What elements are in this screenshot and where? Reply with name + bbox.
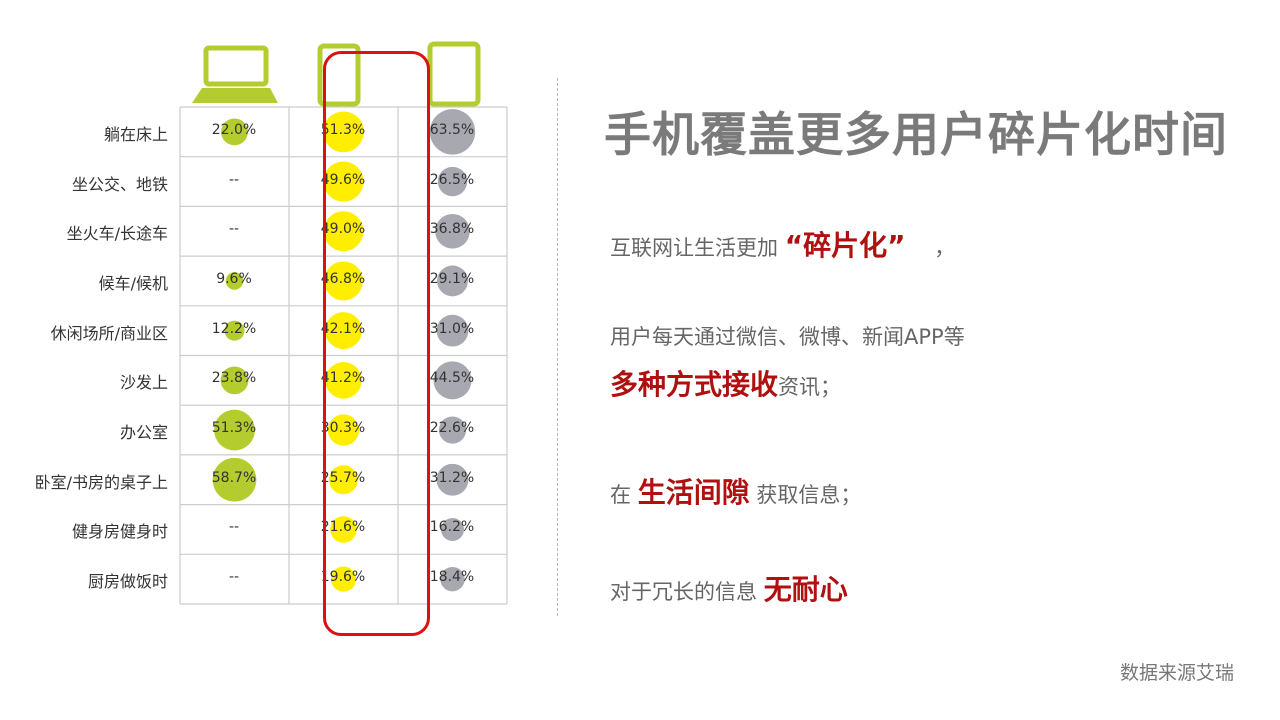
point-2-tail: 资讯； (778, 375, 842, 399)
bubble-laptop (224, 320, 245, 341)
bubble-value-label: 25.7% (320, 469, 366, 486)
source-note: 数据来源艾瑞 (1119, 662, 1234, 684)
bubble-value-label: 63.5% (429, 121, 475, 138)
point-2-line-2: 多种方式接收资讯； (610, 363, 841, 403)
point-2-line-1: 用户每天通过微信、微博、新闻APP等 (610, 325, 965, 349)
row-label: 躺在床上 (103, 124, 168, 144)
bubble-phone (323, 111, 364, 153)
point-3-emphasis: 生活间隙 (637, 476, 750, 509)
bubble-phone (323, 161, 364, 202)
point-2-emphasis: 多种方式接收 (610, 368, 779, 401)
bubble-value-label: 26.5% (429, 171, 475, 188)
bubble-value-label: 41.2% (320, 370, 366, 387)
bubble-phone (330, 566, 357, 592)
divider (557, 78, 558, 616)
bubble-phone (327, 414, 360, 446)
bubble-value-label: -- (228, 221, 240, 238)
bubble-value-label: 22.6% (429, 420, 475, 437)
bubble-laptop (212, 457, 257, 502)
bubble-phone (323, 211, 364, 252)
bubble-value-label: 31.2% (429, 469, 475, 486)
bubble-phone (324, 261, 363, 301)
bubble-phone (325, 362, 362, 399)
bubble-phone (329, 465, 358, 495)
row-label: 办公室 (119, 423, 168, 443)
bubble-value-label: -- (228, 171, 240, 188)
bubble-value-label: 19.6% (320, 569, 366, 586)
bubble-value-label: -- (228, 519, 240, 536)
point-1-text: 互联网让生活更加 (610, 236, 778, 260)
bubble-tablet (440, 566, 465, 592)
bubble-tablet (433, 361, 472, 400)
device-icons (192, 41, 481, 107)
bubble-value-label: 49.0% (320, 221, 366, 238)
bubble-laptop (221, 118, 248, 146)
bubble-value-label: 30.3% (320, 420, 366, 437)
row-label: 健身房健身时 (71, 522, 168, 542)
bubble-value-label: 18.4% (429, 569, 475, 586)
headline: 手机覆盖更多用户碎片化时间 (604, 108, 1228, 163)
bubble-value-label: 31.0% (429, 320, 475, 337)
bubble-table (179, 106, 508, 605)
row-label: 卧室/书房的桌子上 (34, 472, 168, 492)
point-3-pre: 在 (610, 483, 631, 507)
bubble-tablet (441, 517, 464, 541)
bubble-phone (325, 312, 362, 350)
point-4-pre: 对于冗长的信息 (610, 580, 757, 604)
bubble-laptop (225, 272, 244, 290)
bubble-value-label: -- (228, 569, 240, 586)
bubble-tablet (429, 109, 476, 155)
point-3: 在 生活间隙 获取信息； (610, 471, 861, 511)
row-label: 坐公交、地铁 (71, 174, 168, 194)
bubble-value-label: 23.8% (211, 370, 257, 387)
bubble-value-label: 44.5% (429, 370, 475, 387)
bubble-value-label: 12.2% (211, 320, 257, 337)
phone-icon (317, 43, 361, 107)
bubble-tablet (437, 265, 468, 297)
bubble-laptop (214, 409, 255, 451)
laptop-icon (192, 45, 278, 103)
bubble-value-label: 58.7% (211, 469, 257, 486)
bubble-phone (330, 516, 357, 543)
point-1-tail: ， (934, 236, 956, 260)
row-label: 沙发上 (119, 373, 168, 393)
table-grid (179, 106, 508, 605)
bubble-value-label: 49.6% (320, 171, 366, 188)
point-1: 互联网让生活更加 “碎片化” ， (610, 224, 955, 264)
bubble-value-label: 46.8% (320, 270, 366, 287)
bubble-value-label: 9.6% (216, 270, 252, 287)
bubble-value-label: 51.3% (211, 420, 257, 437)
bubble-laptop (220, 366, 249, 395)
bubble-value-label: 36.8% (429, 221, 475, 238)
bubble-value-label: 42.1% (320, 320, 366, 337)
bubble-tablet (437, 166, 468, 197)
bubble-tablet (435, 213, 470, 249)
bubble-value-label: 51.3% (320, 121, 366, 138)
tablet-icon (427, 41, 481, 107)
bubble-tablet (436, 314, 469, 347)
row-label: 坐火车/长途车 (66, 224, 168, 244)
bubble-value-label: 21.6% (320, 519, 366, 536)
bubble-tablet (438, 416, 467, 444)
bubble-value-label: 29.1% (429, 270, 475, 287)
row-label: 休闲场所/商业区 (50, 323, 168, 343)
point-3-tail: 获取信息； (756, 483, 862, 507)
row-label: 厨房做饭时 (87, 572, 168, 592)
bubbles (212, 109, 476, 592)
bubble-tablet (436, 463, 469, 496)
phone-column-highlight (323, 51, 430, 636)
point-1-emphasis: “碎片化” (784, 229, 906, 262)
point-4-emphasis: 无耐心 (763, 573, 848, 606)
bubble-value-label: 22.0% (211, 121, 257, 138)
point-4: 对于冗长的信息 无耐心 (610, 568, 848, 608)
row-label: 候车/候机 (98, 273, 168, 293)
bubble-value-label: 16.2% (429, 519, 475, 536)
